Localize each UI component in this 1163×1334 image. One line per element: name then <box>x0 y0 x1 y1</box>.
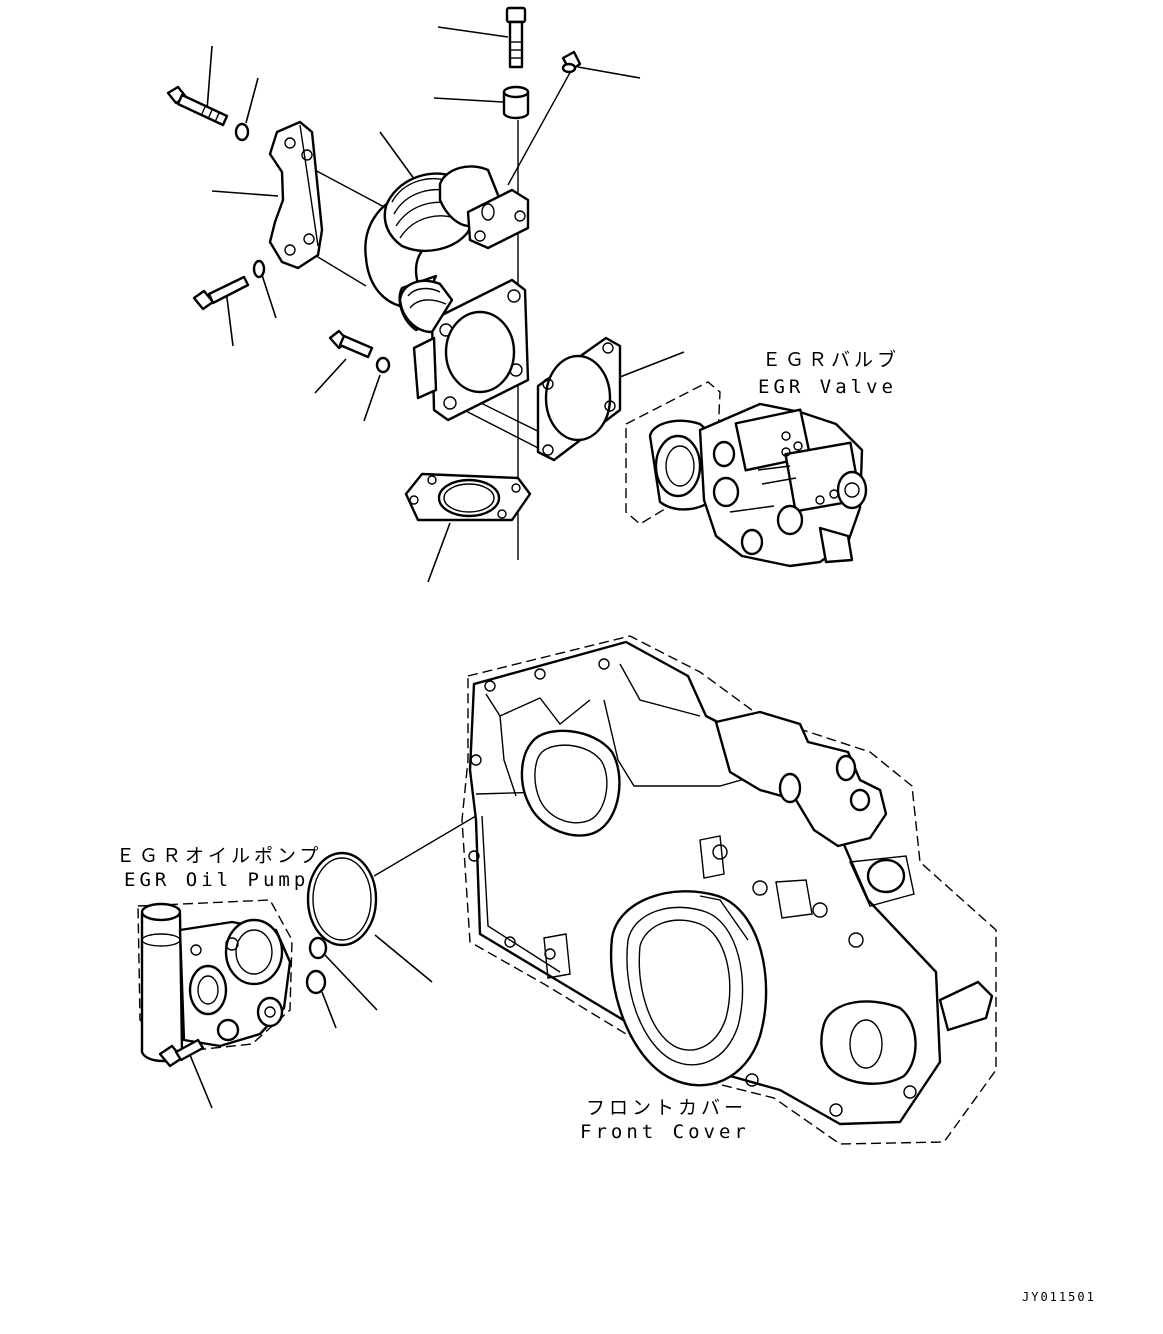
flange-washer <box>375 356 391 374</box>
bracket-bolt-upper <box>166 85 229 127</box>
valve-gasket <box>536 336 622 462</box>
bracket-bolt-lower <box>192 275 250 311</box>
front-cover-drawing <box>461 635 997 1145</box>
pipe-gasket <box>404 472 532 522</box>
egr-oil-pump-label-ja: ＥＧＲオイルポンプ <box>116 845 323 867</box>
front-cover-label-en: Front Cover <box>580 1121 750 1143</box>
spacer-collar <box>502 85 530 120</box>
callout-leaders <box>189 26 685 1109</box>
egr-oil-pump-drawing <box>137 899 293 1063</box>
o-rings <box>305 851 378 995</box>
egr-pipe-elbow <box>364 165 530 422</box>
front-cover-label-ja: フロントカバー <box>586 1097 748 1119</box>
pump-bolt <box>158 1038 205 1068</box>
egr-valve-drawing <box>625 381 868 568</box>
top-bolt <box>505 6 527 69</box>
washer-lower <box>252 259 266 279</box>
egr-oil-pump-label-en: EGR Oil Pump <box>124 869 310 891</box>
egr-valve-label-ja: ＥＧＲバルブ <box>762 349 901 371</box>
mounting-bracket <box>268 120 324 270</box>
flange-bolt <box>328 329 374 359</box>
breather-fitting <box>561 50 582 74</box>
drawing-code: JY011501 <box>1022 1290 1096 1304</box>
washer-upper <box>234 122 250 142</box>
egr-valve-label-en: EGR Valve <box>758 376 897 398</box>
